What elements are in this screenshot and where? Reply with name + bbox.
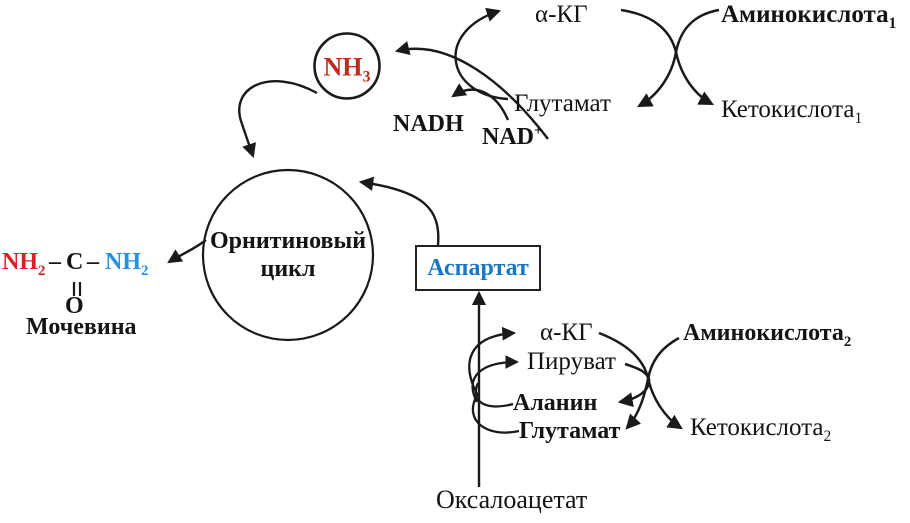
ornithine-cycle-circle: [201, 168, 375, 342]
arrow-nad-to-nadh: [451, 83, 510, 121]
arrow-amino-acid2-to-glutamate2: [625, 336, 680, 430]
arrow-to-ammonia: [394, 41, 549, 140]
urea-nh2-right: NH2: [105, 249, 149, 279]
urea-oxygen: O: [65, 293, 84, 319]
label-aspartate: Аспартат: [427, 254, 529, 281]
curve-glutamate2-to-line: [471, 394, 520, 434]
arrow-ammonia-to-cycle: [238, 80, 318, 159]
ornithine-cycle-line2: цикл: [260, 256, 316, 282]
arrow-amino-acid1-to-glutamate1: [637, 8, 720, 108]
label-alpha-kg-bottom: α-КГ: [540, 319, 593, 346]
label-nadh: NADH: [393, 111, 464, 137]
label-nad-plus: NAD+: [482, 123, 543, 150]
label-keto-acid-2: Кетокислота2: [690, 414, 832, 445]
label-alpha-kg-top: α-КГ: [535, 1, 588, 28]
label-glutamate-2: Глутамат: [519, 418, 621, 444]
arrow-alpha-kg1-to-keto-acid1: [620, 8, 714, 106]
ornithine-cycle-line1: Орнитиновый: [209, 228, 367, 254]
arrow-cycle-to-urea: [167, 239, 207, 264]
label-urea-caption: Мочевина: [26, 314, 137, 340]
urea-nh2-left: NH2: [2, 249, 46, 279]
label-amino-acid-2: Аминокислота2: [683, 320, 852, 350]
label-nh3: NH3: [323, 52, 371, 86]
ammonia-circle: [313, 32, 381, 100]
urea-carbon: C: [66, 249, 84, 275]
label-alanine: Аланин: [513, 390, 598, 416]
label-amino-acid-1: Аминокислота1: [721, 1, 897, 32]
arrow-aspartate-to-cycle: [358, 176, 440, 246]
arrow-line-to-pyruvate: [471, 355, 520, 403]
aspartate-box: Аспартат: [415, 245, 541, 291]
label-ornithine-cycle: Орнитиновый цикл: [210, 227, 366, 283]
urea-bond-left: –: [49, 249, 61, 275]
curve-alanine-to-line: [474, 382, 514, 408]
label-glutamate-1: Глутамат: [514, 90, 611, 117]
label-pyruvate: Пируват: [527, 348, 616, 375]
label-keto-acid-1: Кетокислота1: [721, 96, 863, 127]
label-oxaloacetate: Оксалоацетат: [436, 485, 588, 514]
urea-bond-right: –: [87, 249, 99, 275]
